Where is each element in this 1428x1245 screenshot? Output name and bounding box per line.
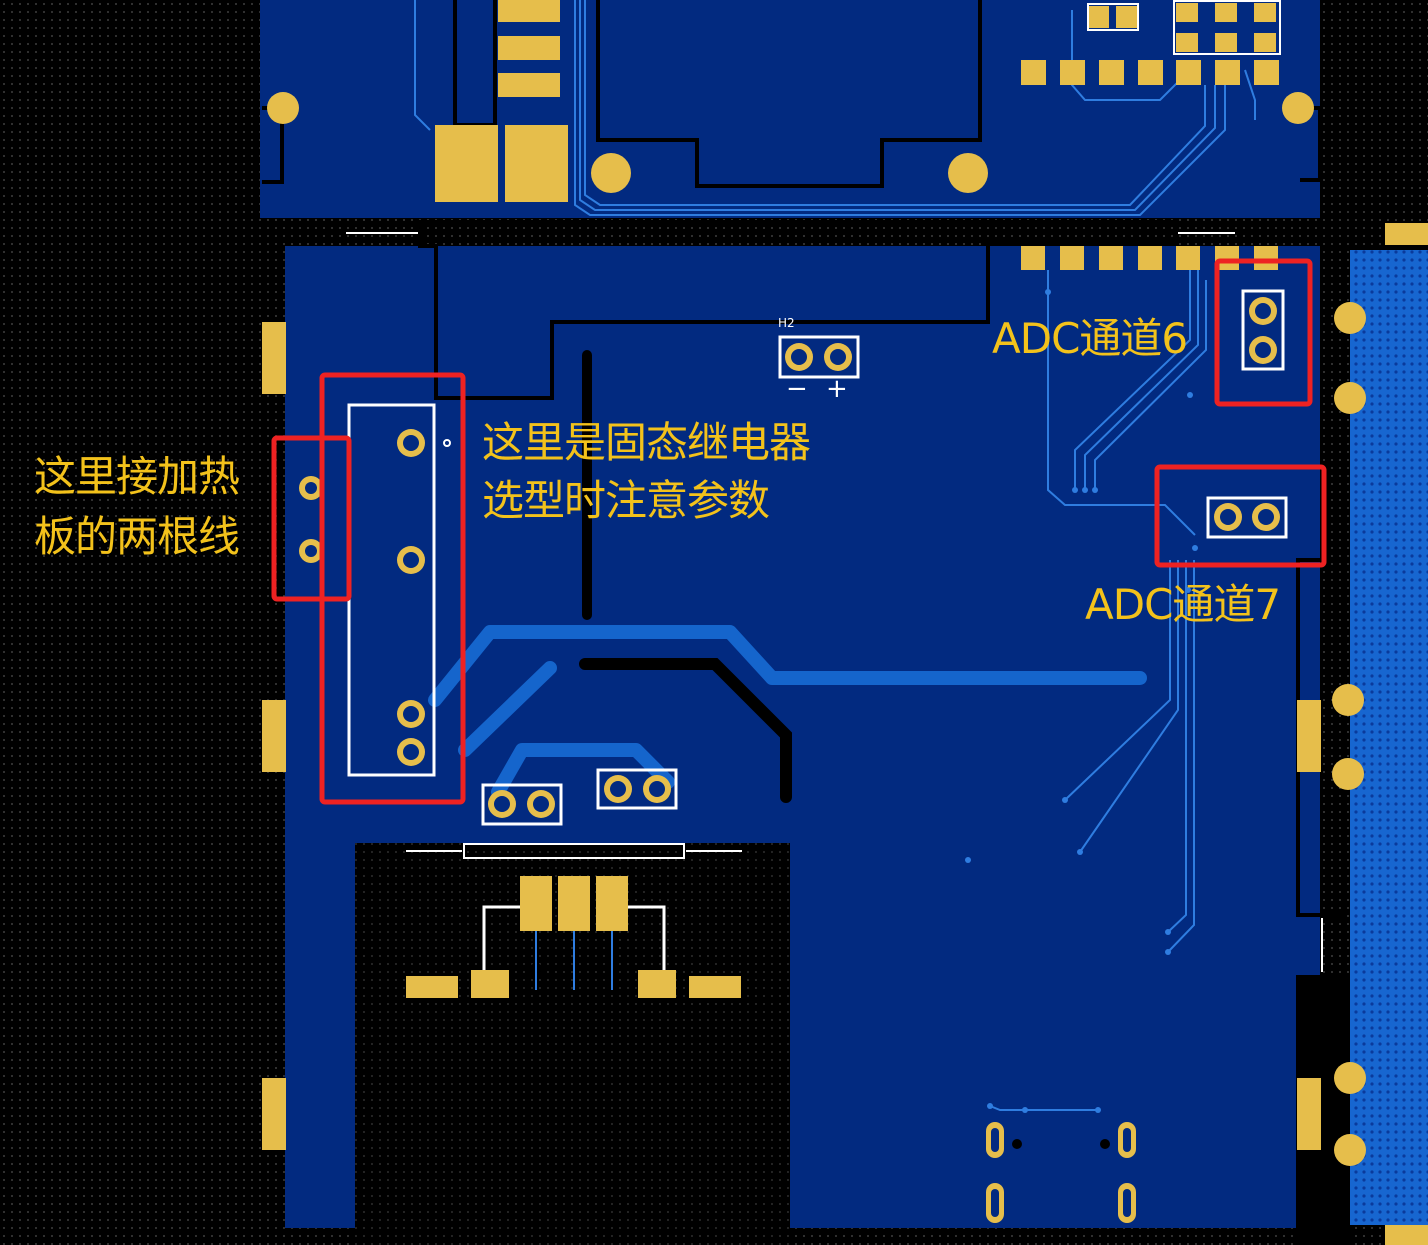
h2-minus-label: − <box>786 374 808 404</box>
annotation-highlight-boxes <box>271 258 1327 805</box>
heater-terminal-highlight <box>271 435 352 602</box>
adc7-connector-highlight <box>1154 464 1327 568</box>
adc6-label: ADC通道6 <box>992 314 1188 363</box>
h2-designator-label: H2 <box>778 316 795 330</box>
heater-note-line1: 这里接加热 <box>34 452 240 501</box>
connector-h2-outline <box>778 335 860 379</box>
copper-traces <box>414 0 1256 1113</box>
adc6-connector-highlight <box>1214 258 1313 407</box>
heater-note-line2: 板的两根线 <box>34 512 240 561</box>
h2-plus-label: + <box>826 374 848 404</box>
relay-note-line2: 选型时注意参数 <box>482 476 770 525</box>
copper-pads <box>262 0 1366 1223</box>
silkscreen-outlines <box>346 0 1323 990</box>
adc7-label: ADC通道7 <box>1085 580 1281 629</box>
relay-note-line1: 这里是固态继电器 <box>482 418 811 467</box>
through-hole-pads <box>299 297 1280 818</box>
keepout-outlines <box>262 0 1347 917</box>
relay-highlight <box>319 372 466 805</box>
